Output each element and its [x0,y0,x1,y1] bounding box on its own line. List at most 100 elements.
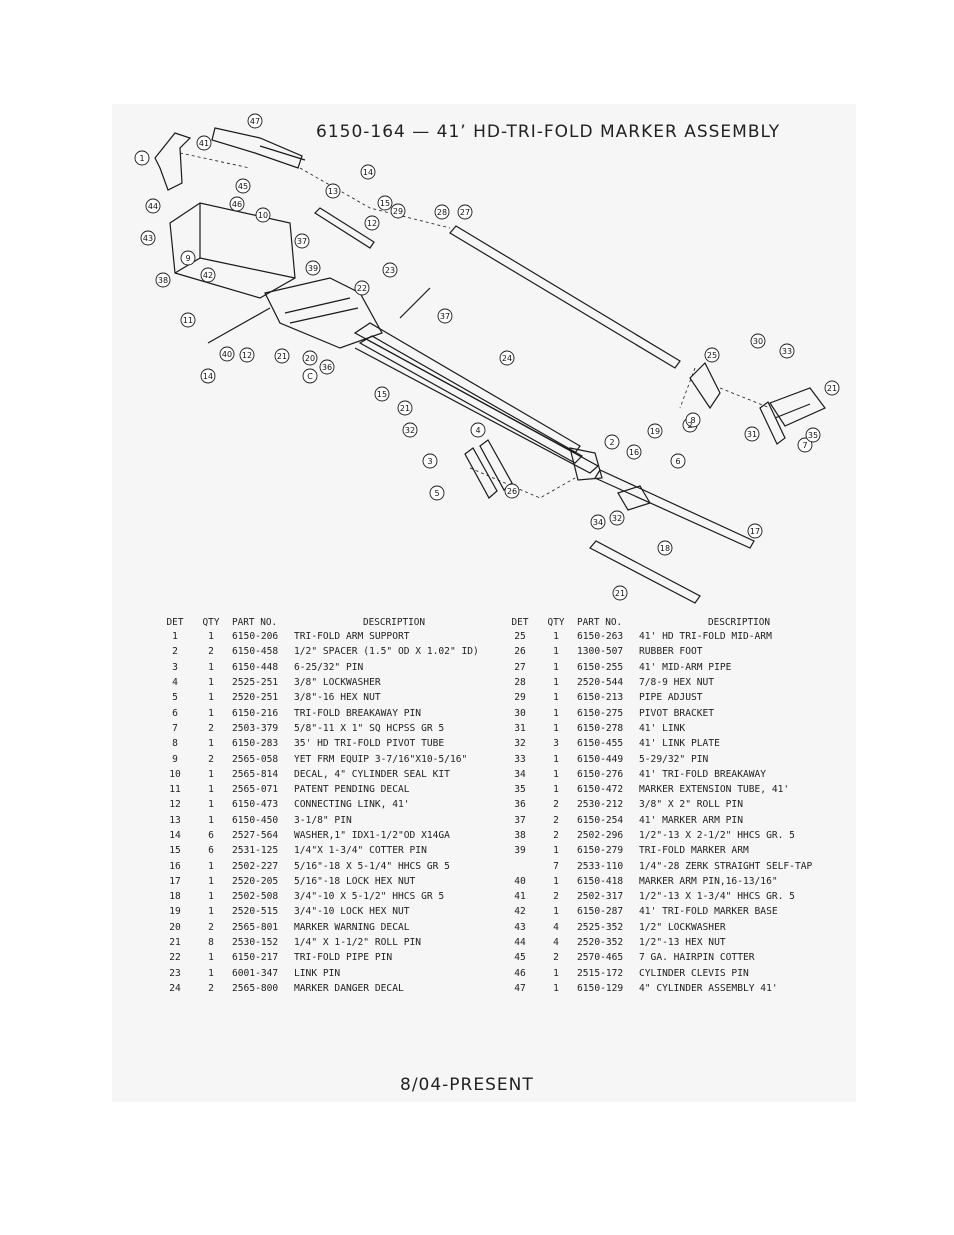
callout-label: 5 [434,489,439,498]
cell-qty: 1 [553,753,559,765]
cell-det: 6 [172,707,178,719]
cell-det [505,858,535,873]
cell-qty: 1 [208,799,214,811]
cell-part-no: 2565-814 [232,768,279,780]
callout-label: 20 [305,354,315,363]
link-part [769,387,826,427]
cell-part-no: 2565-800 [232,982,279,994]
callout-label: 36 [322,363,332,372]
cell-qty: 7 [553,860,559,872]
callout-label: 15 [380,199,390,208]
cell-qty: 2 [208,722,214,734]
cell-qty: 1 [553,692,559,704]
callout-label: 13 [328,187,338,196]
cell-qty: 1 [553,631,559,643]
cell-part-no: 6150-283 [232,738,279,750]
table-row: 25 1 6150-263 41' HD TRI-FOLD MID-ARM [505,629,839,644]
cell-part-no: 6150-263 [577,631,624,643]
header-det: DET [166,616,184,628]
header-qty: QTY [547,616,565,628]
cell-part-no: 1300-507 [577,646,624,658]
cell-det: 25 [514,631,526,643]
cell-det: 38 [514,830,526,841]
cell-part-no: 2520-515 [232,906,279,918]
table-header-row: DET QTY PART NO. DESCRIPTION [160,615,494,629]
cell-description: 1/2"-13 X 1-3/4" HHCS GR. 5 [639,891,795,903]
header-part-no: PART NO. [232,616,278,628]
cell-description: RUBBER FOOT [639,646,703,658]
cell-qty: 2 [208,646,214,658]
cell-det: 7 [172,722,178,734]
callout-label: 4 [475,426,480,435]
cell-part-no: 6150-255 [577,661,624,673]
callout-labels: 1 41 47 14 13 15 29 28 27 45 46 44 43 10… [139,117,837,598]
cell-description: YET FRM EQUIP 3-7/16"X10-5/16" [294,753,468,765]
cell-qty: 1 [553,661,559,673]
cell-part-no: 2520-352 [577,937,624,949]
cell-part-no: 6150-279 [577,845,624,857]
cell-description: 1/2" LOCKWASHER [639,921,726,933]
cell-qty: 1 [208,692,214,704]
header-qty: QTY [202,616,220,628]
cell-part-no: 2525-352 [577,921,624,933]
cell-part-no: 2503-379 [232,722,279,734]
callout-label: 8 [690,416,695,425]
callout-label: 32 [612,514,622,523]
callout-label: 11 [183,316,193,325]
cell-description: WASHER,1" IDX1-1/2"OD X14GA [294,830,450,841]
cell-det: 29 [514,692,526,704]
cell-part-no: 6150-473 [232,799,279,811]
callout-label: 29 [393,207,403,216]
cell-description: DECAL, 4" CYLINDER SEAL KIT [294,768,450,780]
cell-qty: 1 [208,967,214,979]
cell-description: 41' HD TRI-FOLD MID-ARM [639,631,772,643]
callout-label: 33 [782,347,792,356]
cell-description: PIVOT BRACKET [639,707,715,719]
cell-qty: 6 [208,845,214,857]
table-header-row: DET QTY PART NO. DESCRIPTION [505,615,839,629]
cell-qty: 1 [553,906,559,918]
cell-part-no: 2520-251 [232,692,279,704]
cell-description: 1/4" X 1-1/2" ROLL PIN [294,937,422,949]
cell-qty: 1 [208,631,214,643]
marker-arm-part [264,277,383,349]
cell-qty: 1 [208,952,214,964]
cell-det: 20 [169,921,181,933]
cell-part-no: 6150-275 [577,707,624,719]
cell-det: 43 [514,921,526,933]
cell-qty: 2 [553,830,559,841]
cell-part-no: 2515-172 [577,967,624,979]
cell-det: 44 [514,937,526,949]
callout-label: 9 [185,254,190,263]
cell-part-no: 2530-152 [232,937,279,949]
cell-part-no: 2502-227 [232,860,279,872]
drawing-title: 6150-164 — 41’ HD-TRI-FOLD MARKER ASSEMB… [316,122,781,142]
cell-qty: 1 [553,875,559,887]
cell-part-no: 6150-448 [232,661,279,673]
cell-description: 1/2"-13 X 2-1/2" HHCS GR. 5 [639,830,795,841]
cell-part-no: 6150-217 [232,952,279,964]
cell-description: CONNECTING LINK, 41' [294,799,410,811]
callout-label: 26 [507,487,517,496]
cell-det: 16 [169,860,181,872]
cell-det: 35 [514,784,526,796]
cell-part-no: 6150-276 [577,768,624,780]
cell-qty: 1 [208,707,214,719]
